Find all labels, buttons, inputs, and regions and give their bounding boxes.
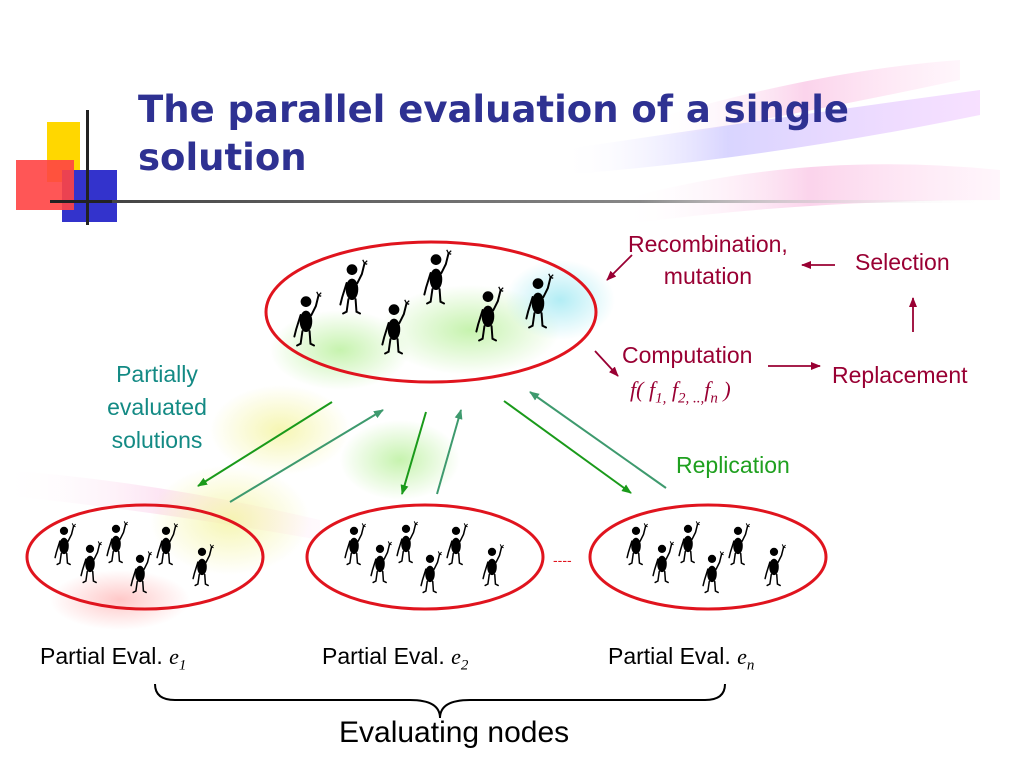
node-ellipsis: ---- [553,552,572,568]
waving-person-icon [764,543,787,587]
replacement-label: Replacement [832,362,968,388]
formula-f1: f [648,377,656,402]
waving-person-icon [54,522,77,566]
partially-line-1: Partially [116,361,198,387]
formula-sub1: 1, [655,390,667,407]
eval-node-ellipse-2 [305,503,545,611]
arrow-from-node-2 [436,409,463,495]
formula-f: f( [630,377,644,402]
arrow-from-node-1 [229,409,384,503]
eval-node-ellipse-1 [25,503,265,611]
node-2-individuals [344,520,505,594]
node-n-individuals [626,520,787,594]
partially-evaluated-label: Partially evaluated solutions [92,358,222,457]
eval-node-ellipse-n [588,503,828,611]
node-label-1-var: e [169,644,179,669]
waving-person-icon [446,522,469,566]
waving-person-icon [396,520,419,564]
node-label-2-sub: 2 [460,657,469,674]
waving-person-icon [420,550,443,594]
node-label-n: Partial Eval. en [608,643,754,674]
node-label-1-sub: 1 [178,657,187,674]
partially-line-2: evaluated [107,394,207,420]
node-label-n-text: Partial Eval. [608,643,731,669]
node-label-2-text: Partial Eval. [322,643,445,669]
waving-person-icon [339,258,369,315]
slide-corner-decoration [16,110,130,225]
evaluating-nodes-label: Evaluating nodes [339,716,570,749]
formula-fn: f [704,377,711,402]
arrow-recombination-to-population [606,254,633,281]
node-label-2-var: e [451,644,461,669]
recombination-line-2: mutation [663,263,753,289]
recombination-line-1: Recombination, [628,231,788,257]
fitness-formula: f( f1, f2, ..,fn ) [630,377,731,407]
arrow-to-node-2 [400,411,427,495]
arrow-to-node-n [503,400,632,494]
formula-f2: f [671,377,678,402]
waving-person-icon [106,520,129,564]
recombination-label: Recombination, mutation [628,228,788,292]
arrow-from-node-n [529,391,667,489]
waving-person-icon [370,540,393,584]
waving-person-icon [626,522,649,566]
arrow-to-node-1 [197,401,333,487]
population-ellipse [264,240,598,384]
waving-person-icon [728,522,751,566]
partially-line-3: solutions [111,427,203,453]
formula-close: ) [723,377,731,402]
waving-person-icon [482,543,505,587]
computation-label: Computation [622,342,753,368]
node-label-n-sub: n [746,657,755,674]
formula-sub2: 2, .., [677,390,705,407]
title-underline [112,200,992,203]
node-label-1: Partial Eval. e1 [40,643,186,674]
curly-brace [154,683,726,719]
replication-label: Replication [676,452,790,478]
formula-subn: n [710,390,718,407]
selection-label: Selection [855,249,950,275]
node-label-2: Partial Eval. e2 [322,643,468,674]
arrow-population-to-computation [594,350,619,377]
waving-person-icon [344,522,367,566]
node-label-n-var: e [737,644,747,669]
node-label-1-text: Partial Eval. [40,643,163,669]
slide-title: The parallel evaluation of a single solu… [138,88,849,179]
waving-person-icon [702,550,725,594]
waving-person-icon [652,540,675,584]
waving-person-icon [678,520,701,564]
